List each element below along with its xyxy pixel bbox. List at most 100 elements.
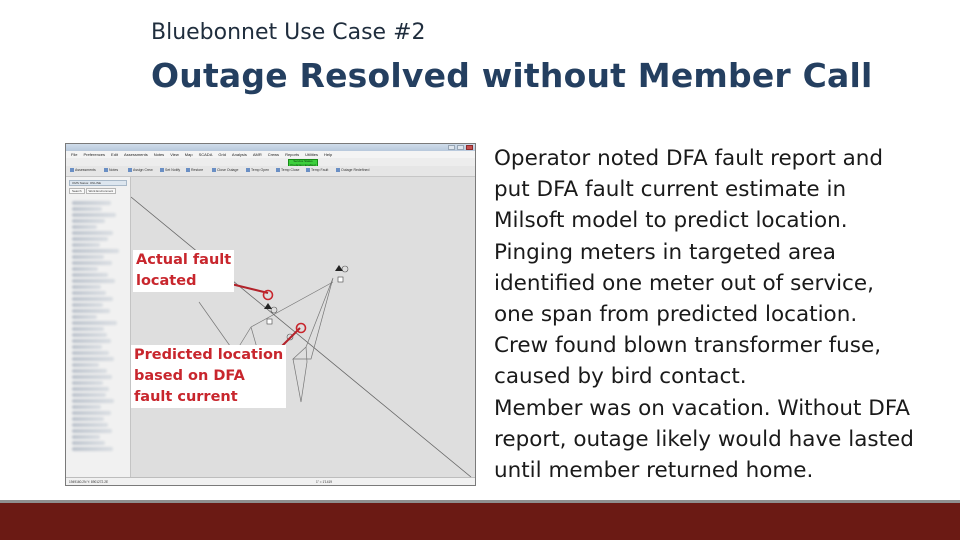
blurred-list-item bbox=[72, 429, 112, 433]
toolbar-button[interactable]: Outage Redefined bbox=[336, 168, 369, 173]
oms-sidebar: OMS Status: ONLINE Search Work Environme… bbox=[66, 177, 131, 477]
menu-item[interactable]: Utilities bbox=[305, 152, 318, 157]
blurred-list-item bbox=[72, 447, 114, 451]
notify-icon bbox=[160, 168, 164, 173]
slide-kicker: Bluebonnet Use Case #2 bbox=[151, 20, 426, 45]
blurred-list-item bbox=[72, 369, 108, 373]
blurred-list-item bbox=[72, 321, 117, 325]
toolbar-label: Notes bbox=[109, 168, 119, 172]
menu-item[interactable]: Assessments bbox=[123, 152, 148, 157]
notes-icon bbox=[104, 168, 108, 173]
blurred-list-item bbox=[72, 207, 103, 211]
toolbar-button[interactable]: Restore bbox=[186, 168, 203, 173]
body-line: report, outage likely would have lasted bbox=[494, 426, 914, 452]
toolbar-label: Outage Redefined bbox=[341, 168, 370, 172]
body-line: caused by bird contact. bbox=[494, 364, 747, 390]
body-line: identified one meter out of service, bbox=[494, 270, 874, 296]
toolbar-label: Temp Fault bbox=[311, 168, 329, 172]
toolbar-button[interactable]: Assign Crew bbox=[128, 168, 153, 173]
menu-item[interactable]: Preferences bbox=[83, 152, 106, 157]
lateral-line bbox=[198, 301, 236, 354]
body-line: Member was on vacation. Without DFA bbox=[494, 395, 910, 421]
blurred-list-item bbox=[72, 393, 106, 397]
blurred-list-item bbox=[72, 327, 105, 331]
blurred-list-item bbox=[72, 309, 110, 313]
minimize-icon[interactable] bbox=[448, 145, 455, 150]
blurred-list-item bbox=[72, 219, 105, 223]
window-controls bbox=[448, 145, 473, 150]
menu-item[interactable]: Notes bbox=[153, 152, 165, 157]
milsoft-screenshot: File Preferences Edit Assessments Notes … bbox=[65, 143, 476, 486]
slide-title: Outage Resolved without Member Call bbox=[151, 56, 873, 95]
menu-item[interactable]: View bbox=[170, 152, 179, 157]
toolbar-label: Assessments bbox=[75, 168, 96, 172]
body-line: until member returned home. bbox=[494, 458, 814, 484]
slide-body: Operator noted DFA fault report and put … bbox=[494, 143, 934, 486]
tab-search[interactable]: Search bbox=[69, 188, 85, 194]
menu-item[interactable]: Grid bbox=[218, 152, 226, 157]
menu-item[interactable]: Map bbox=[184, 152, 193, 157]
close-icon[interactable] bbox=[466, 145, 473, 150]
callout-line: Actual fault bbox=[136, 252, 232, 268]
blurred-list-item bbox=[72, 387, 110, 391]
callout-line: based on DFA bbox=[134, 368, 245, 384]
actual-fault-callout: Actual fault located bbox=[133, 250, 235, 292]
blurred-list-item bbox=[72, 201, 111, 205]
blurred-list-item bbox=[72, 231, 114, 235]
device-icon bbox=[341, 265, 349, 273]
blurred-list-item bbox=[72, 213, 116, 217]
blurred-list-item bbox=[72, 423, 108, 427]
blurred-outage-list bbox=[72, 199, 127, 469]
footer-bar bbox=[0, 500, 960, 540]
menu-item[interactable]: Reports bbox=[285, 152, 300, 157]
callout-line: Predicted location bbox=[134, 347, 284, 363]
blurred-list-item bbox=[72, 225, 97, 229]
blurred-list-item bbox=[72, 339, 112, 343]
blurred-list-item bbox=[72, 303, 104, 307]
body-line: one span from predicted location. bbox=[494, 302, 858, 328]
map-canvas[interactable] bbox=[130, 177, 476, 478]
lateral-line bbox=[292, 346, 308, 403]
blurred-list-item bbox=[72, 363, 99, 367]
temp-open-icon bbox=[246, 168, 250, 173]
restore-icon bbox=[186, 168, 190, 173]
blurred-list-item bbox=[72, 441, 105, 445]
blurred-list-item bbox=[72, 381, 103, 385]
menu-item[interactable]: Edit bbox=[111, 152, 118, 157]
maximize-icon[interactable] bbox=[457, 145, 464, 150]
sidebar-tabs: Search Work Environment bbox=[69, 188, 117, 194]
transformer-icon bbox=[266, 318, 273, 325]
menu-item[interactable]: File bbox=[71, 152, 78, 157]
toolbar-label: Temp Open bbox=[251, 168, 270, 172]
callout-line: fault current bbox=[134, 389, 238, 405]
toolbar-button[interactable]: Temp Close bbox=[276, 168, 299, 173]
toolbar-button[interactable]: Assessments bbox=[70, 168, 96, 173]
menu-item[interactable]: Help bbox=[323, 152, 333, 157]
feeder-map[interactable] bbox=[130, 177, 476, 478]
toolbar-button[interactable]: Close Outage bbox=[212, 168, 238, 173]
callout-line: located bbox=[136, 273, 197, 289]
toolbar-actions: Assessments Notes Assign Crew Set Notify… bbox=[66, 166, 475, 177]
toolbar-label: Set Notify bbox=[165, 168, 181, 172]
menu-item[interactable]: AMR bbox=[252, 152, 262, 157]
lateral-line bbox=[250, 281, 334, 328]
menu-item[interactable]: Analysis bbox=[231, 152, 247, 157]
scale-readout: 1" = 1'1419 bbox=[316, 480, 333, 484]
blurred-list-item bbox=[72, 357, 114, 361]
blurred-list-item bbox=[72, 417, 104, 421]
menu-item[interactable]: Crews bbox=[267, 152, 280, 157]
toolbar-button[interactable]: Temp Open bbox=[246, 168, 269, 173]
assessment-icon bbox=[70, 168, 74, 173]
body-line: put DFA fault current estimate in bbox=[494, 177, 847, 203]
toolbar-button[interactable]: Notes bbox=[104, 168, 118, 173]
blurred-list-item bbox=[72, 243, 100, 247]
menu-bar: File Preferences Edit Assessments Notes … bbox=[66, 151, 475, 158]
menu-item[interactable]: SCADA bbox=[198, 152, 213, 157]
toolbar-label: Temp Close bbox=[281, 168, 300, 172]
toolbar-button[interactable]: Set Notify bbox=[160, 168, 180, 173]
tab-work-environment[interactable]: Work Environment bbox=[85, 188, 117, 194]
blurred-list-item bbox=[72, 333, 107, 337]
close-outage-icon bbox=[212, 168, 216, 173]
toolbar-button[interactable]: Temp Fault bbox=[306, 168, 328, 173]
temp-close-icon bbox=[276, 168, 280, 173]
